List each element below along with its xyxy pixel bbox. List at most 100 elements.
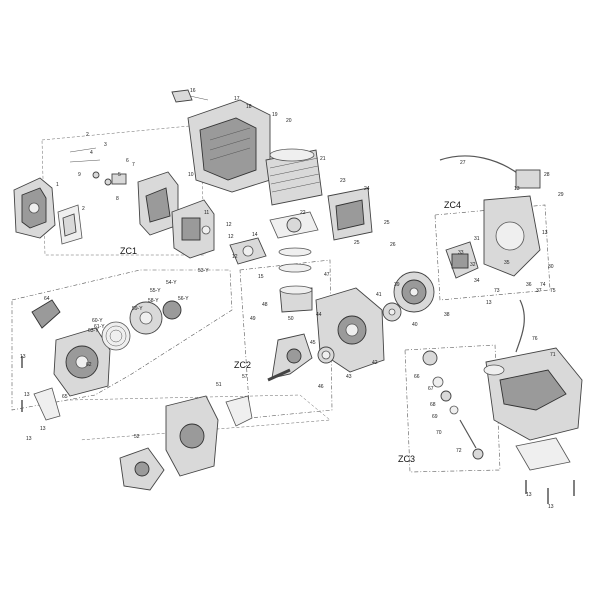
callout-41: 41: [376, 292, 382, 298]
group-label-zc2: ZC2: [234, 360, 251, 370]
callout-13: 13: [514, 186, 520, 192]
callout-66: 66: [414, 374, 420, 380]
starter-bracket: [33, 387, 61, 421]
callout-64: 64: [44, 296, 50, 302]
fuel-line: [515, 299, 525, 353]
starter-handle: [31, 299, 61, 329]
callout-14: 14: [252, 232, 258, 238]
callout-13: 13: [24, 392, 30, 398]
callout-50: 50: [288, 316, 294, 322]
callout-76: 76: [532, 336, 538, 342]
callout-62: 62: [86, 362, 92, 368]
callout-69: 69: [432, 414, 438, 420]
callout-31: 31: [474, 236, 480, 242]
callout-49: 49: [250, 316, 256, 322]
callout-13: 13: [542, 230, 548, 236]
callout-28: 28: [544, 172, 550, 178]
muffler: [327, 187, 373, 241]
zc3-outline: [404, 344, 501, 473]
callout-13: 13: [486, 300, 492, 306]
callout-48: 48: [262, 302, 268, 308]
spark-plug: [171, 89, 209, 103]
carburetor: [171, 199, 215, 259]
callout-45: 45: [310, 340, 316, 346]
callout-56-y: 56-Y: [178, 296, 189, 302]
callout-35: 35: [504, 260, 510, 266]
clutch-shoe: [382, 302, 402, 322]
callout-13: 13: [26, 436, 32, 442]
callout-57: 57: [242, 374, 248, 380]
callout-3: 3: [104, 142, 107, 148]
crankshaft: [267, 333, 313, 382]
callout-1: 1: [56, 182, 59, 188]
callout-42: 42: [372, 360, 378, 366]
piston-rings: [278, 247, 312, 273]
cylinder: [265, 148, 323, 206]
bolt-set-1: [69, 147, 127, 186]
callout-65: 65: [62, 394, 68, 400]
callout-63-y: 63-Y: [88, 328, 99, 334]
piston: [279, 285, 313, 313]
group-label-zc1: ZC1: [120, 246, 137, 256]
starter-pawl: [162, 300, 182, 320]
callout-21: 21: [320, 156, 326, 162]
callout-17: 17: [234, 96, 240, 102]
crankcase-left: [165, 395, 219, 477]
fuel-tank-bracket: [515, 437, 571, 471]
zc1-outline: [11, 269, 233, 411]
filter-housing: [137, 171, 179, 236]
zc2-outline: [239, 259, 333, 419]
callout-47: 47: [324, 272, 330, 278]
callout-61-y: 61-Y: [94, 324, 105, 330]
callout-43: 43: [346, 374, 352, 380]
callout-34: 34: [474, 278, 480, 284]
callout-30: 30: [548, 264, 554, 270]
callout-12: 12: [226, 222, 232, 228]
engine-shroud: [187, 99, 271, 193]
flywheel: [393, 271, 435, 313]
callout-36: 36: [526, 282, 532, 288]
recoil-housing: [53, 327, 111, 397]
clutch-cover: [119, 447, 165, 491]
callout-68: 68: [430, 402, 436, 408]
callout-72: 72: [456, 448, 462, 454]
callout-8: 8: [116, 196, 119, 202]
callout-33: 33: [458, 250, 464, 256]
callout-26: 26: [390, 242, 396, 248]
callout-15: 15: [258, 274, 264, 280]
callout-19: 19: [272, 112, 278, 118]
callout-27: 27: [460, 160, 466, 166]
callout-32: 32: [470, 262, 476, 268]
callout-12: 12: [232, 254, 238, 260]
callout-10: 10: [188, 172, 194, 178]
recoil-spring: [101, 321, 131, 351]
callout-16: 16: [190, 88, 196, 94]
callout-13: 13: [20, 354, 26, 360]
callout-40: 40: [412, 322, 418, 328]
bracket-plate: [225, 395, 253, 427]
callout-12: 12: [228, 234, 234, 240]
callout-54-y: 54-Y: [166, 280, 177, 286]
ignition-coil: [445, 241, 479, 279]
callout-52: 52: [134, 434, 140, 440]
callout-39: 39: [394, 282, 400, 288]
callout-38: 38: [444, 312, 450, 318]
callout-37: 37: [536, 288, 542, 294]
callout-25: 25: [384, 220, 390, 226]
callout-4: 4: [90, 150, 93, 156]
callout-53-y: 53-Y: [198, 268, 209, 274]
callout-67: 67: [428, 386, 434, 392]
bolts-bottom: [21, 356, 575, 504]
cylinder-gasket: [269, 211, 319, 239]
group-label-zc4: ZC4: [444, 200, 461, 210]
callout-59-y: 59-Y: [132, 306, 143, 312]
fan-housing: [483, 195, 541, 277]
lower-bracket: [69, 394, 331, 441]
fuel-cap-assembly: [422, 350, 459, 415]
intake-gasket: [229, 237, 267, 265]
callout-18: 18: [246, 104, 252, 110]
callout-51: 51: [216, 382, 222, 388]
callout-5: 5: [118, 172, 121, 178]
